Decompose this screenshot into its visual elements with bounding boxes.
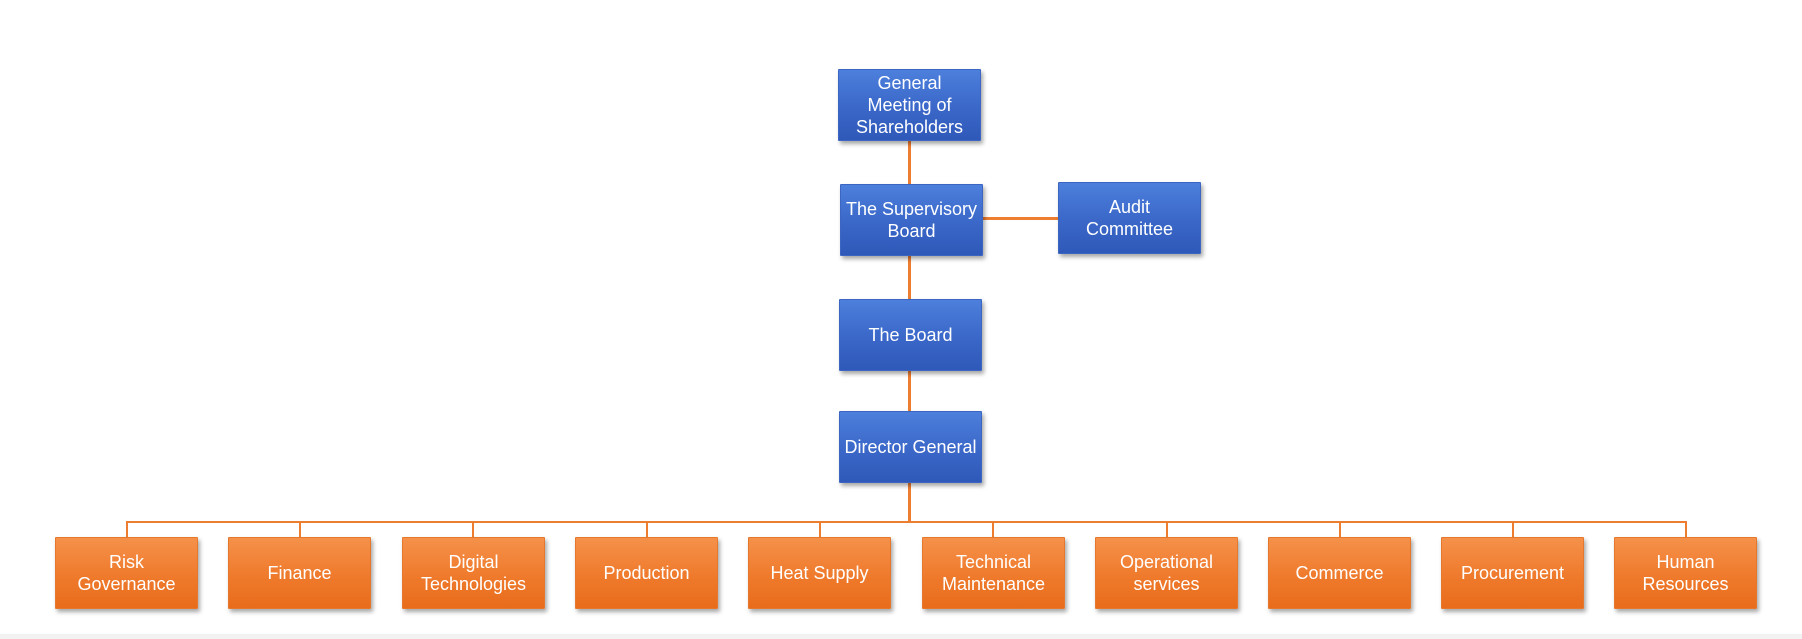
department-drop-line (1512, 521, 1514, 537)
connector-director-bus (908, 481, 911, 523)
node-label: General Meeting of Shareholders (855, 73, 964, 137)
node-label: Audit Committee (1085, 197, 1174, 239)
department-drop-line (1339, 521, 1341, 537)
node-department-digital-technologies: Digital Technologies (402, 537, 545, 609)
bottom-divider (0, 634, 1802, 639)
node-label: The Board (868, 325, 953, 345)
node-audit-committee: Audit Committee (1058, 182, 1201, 254)
node-department-procurement: Procurement (1441, 537, 1584, 609)
node-label: Production (603, 563, 690, 583)
node-department-operational-services: Operational services (1095, 537, 1238, 609)
node-label: Heat Supply (770, 563, 869, 583)
department-bus-line (126, 521, 1687, 523)
connector-supervisory-board (908, 254, 911, 300)
node-general-meeting-of-shareholders: General Meeting of Shareholders (838, 69, 981, 141)
node-label: Human Resources (1642, 552, 1729, 594)
node-department-heat-supply: Heat Supply (748, 537, 891, 609)
department-drop-line (299, 521, 301, 537)
node-label: Digital Technologies (420, 552, 527, 594)
node-department-human-resources: Human Resources (1614, 537, 1757, 609)
node-department-finance: Finance (228, 537, 371, 609)
connector-board-director (908, 370, 911, 411)
node-the-board: The Board (839, 299, 982, 371)
node-label: Finance (267, 563, 332, 583)
department-drop-line (1166, 521, 1168, 537)
connector-shareholders-supervisory (908, 141, 911, 184)
node-label: The Supervisory Board (845, 199, 978, 241)
node-director-general: Director General (839, 411, 982, 483)
node-label: Procurement (1460, 563, 1565, 583)
node-department-commerce: Commerce (1268, 537, 1411, 609)
node-label: Commerce (1295, 563, 1384, 583)
node-department-production: Production (575, 537, 718, 609)
node-supervisory-board: The Supervisory Board (840, 184, 983, 256)
node-label: Technical Maintenance (941, 552, 1046, 594)
department-drop-line (1685, 521, 1687, 537)
department-drop-line (126, 521, 128, 537)
node-label: Risk Governance (77, 552, 176, 594)
node-label: Operational services (1119, 552, 1214, 594)
department-drop-line (819, 521, 821, 537)
node-department-technical-maintenance: Technical Maintenance (922, 537, 1065, 609)
node-department-risk-governance: Risk Governance (55, 537, 198, 609)
connector-supervisory-audit (981, 217, 1059, 220)
department-drop-line (472, 521, 474, 537)
department-drop-line (992, 521, 994, 537)
node-label: Director General (844, 437, 977, 457)
department-drop-line (646, 521, 648, 537)
